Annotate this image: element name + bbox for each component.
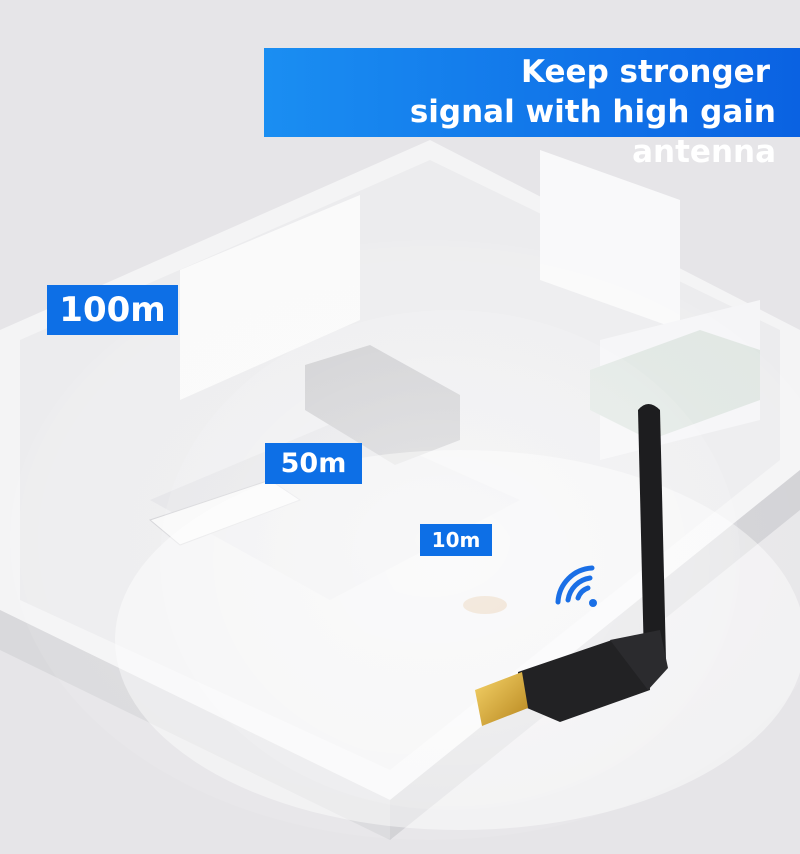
wifi-signal-icon: [555, 565, 597, 607]
antenna: [638, 404, 666, 664]
range-circle-10m: [115, 450, 800, 830]
range-label-50m: 50m: [265, 443, 362, 484]
headline-banner: Keep stronger signal with high gain ante…: [264, 48, 800, 170]
range-label-100m: 100m: [47, 285, 178, 335]
headline-line-2: signal with high gain antenna: [409, 94, 776, 170]
usb-wifi-adapter: [475, 404, 668, 726]
headline-line-1: Keep stronger: [521, 54, 770, 90]
range-label-10m: 10m: [420, 524, 492, 556]
